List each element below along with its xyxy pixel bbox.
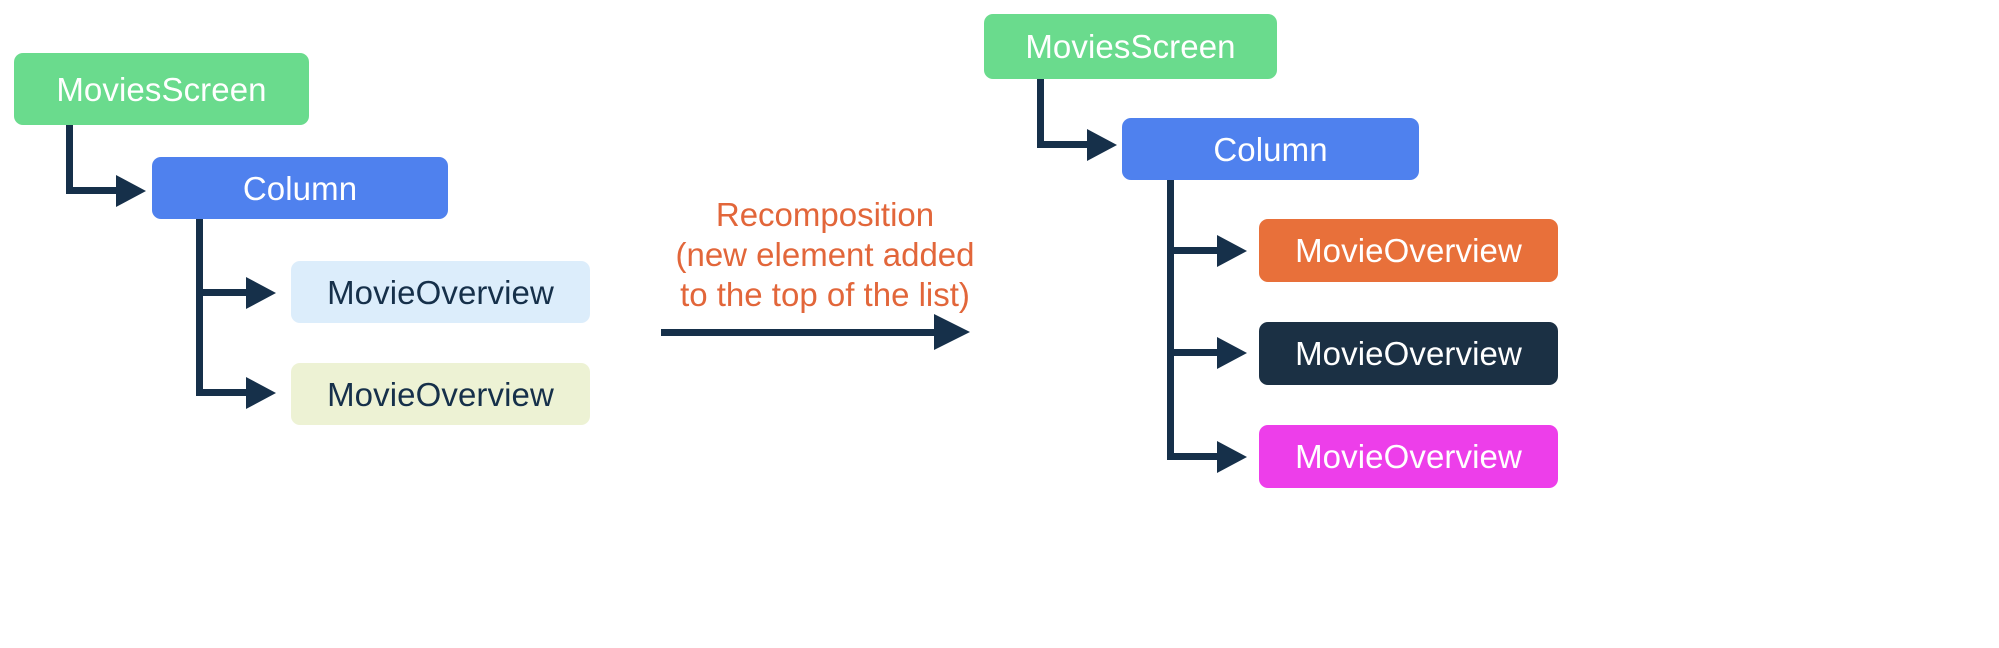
before-arrowhead-screen-to-column [116, 175, 146, 207]
after-node-movies-screen-label: MoviesScreen [1025, 28, 1236, 65]
after-arrowhead-branch-2 [1217, 337, 1247, 369]
after-connector-screen-to-column-horizontal [1037, 141, 1089, 148]
recomposition-caption-line-2: (new element added [675, 236, 975, 273]
after-connector-branch-3 [1167, 453, 1219, 460]
after-arrowhead-branch-1 [1217, 235, 1247, 267]
before-node-movies-screen[interactable]: MoviesScreen [14, 53, 309, 125]
before-connector-screen-to-column-horizontal [66, 187, 118, 194]
after-node-movie-overview-1[interactable]: MovieOverview [1259, 219, 1558, 282]
after-node-movie-overview-3-label: MovieOverview [1295, 438, 1522, 475]
recomposition-caption-line-3: to the top of the list) [680, 276, 970, 313]
after-node-movies-screen[interactable]: MoviesScreen [984, 14, 1277, 79]
before-connector-branch-1 [196, 289, 248, 296]
before-arrowhead-branch-1 [246, 277, 276, 309]
transition-arrow-shaft [661, 329, 936, 336]
before-node-movie-overview-2-label: MovieOverview [327, 375, 554, 413]
after-connector-screen-to-column-vertical [1037, 79, 1044, 144]
after-node-column-label: Column [1213, 130, 1328, 168]
before-node-movie-overview-1-label: MovieOverview [327, 273, 554, 311]
after-node-movie-overview-2[interactable]: MovieOverview [1259, 322, 1558, 385]
before-node-movie-overview-2[interactable]: MovieOverview [291, 363, 590, 425]
before-connector-branch-2 [196, 389, 248, 396]
after-connector-column-spine [1167, 180, 1174, 460]
after-connector-branch-1 [1167, 247, 1219, 254]
before-node-column[interactable]: Column [152, 157, 448, 219]
before-connector-screen-to-column-vertical [66, 125, 73, 190]
before-arrowhead-branch-2 [246, 377, 276, 409]
after-node-movie-overview-1-label: MovieOverview [1295, 232, 1522, 269]
before-node-movie-overview-1[interactable]: MovieOverview [291, 261, 590, 323]
before-node-column-label: Column [242, 169, 358, 207]
before-node-movies-screen-label: MoviesScreen [56, 70, 267, 108]
after-arrowhead-branch-3 [1217, 441, 1247, 473]
after-node-movie-overview-3[interactable]: MovieOverview [1259, 425, 1558, 488]
after-node-movie-overview-2-label: MovieOverview [1295, 335, 1522, 372]
after-node-column[interactable]: Column [1122, 118, 1419, 180]
after-arrowhead-screen-to-column [1087, 129, 1117, 161]
transition-arrow-head-icon [934, 314, 970, 350]
after-connector-branch-2 [1167, 349, 1219, 356]
recomposition-caption-line-1: Recomposition [715, 196, 935, 233]
before-connector-column-spine [196, 219, 203, 396]
